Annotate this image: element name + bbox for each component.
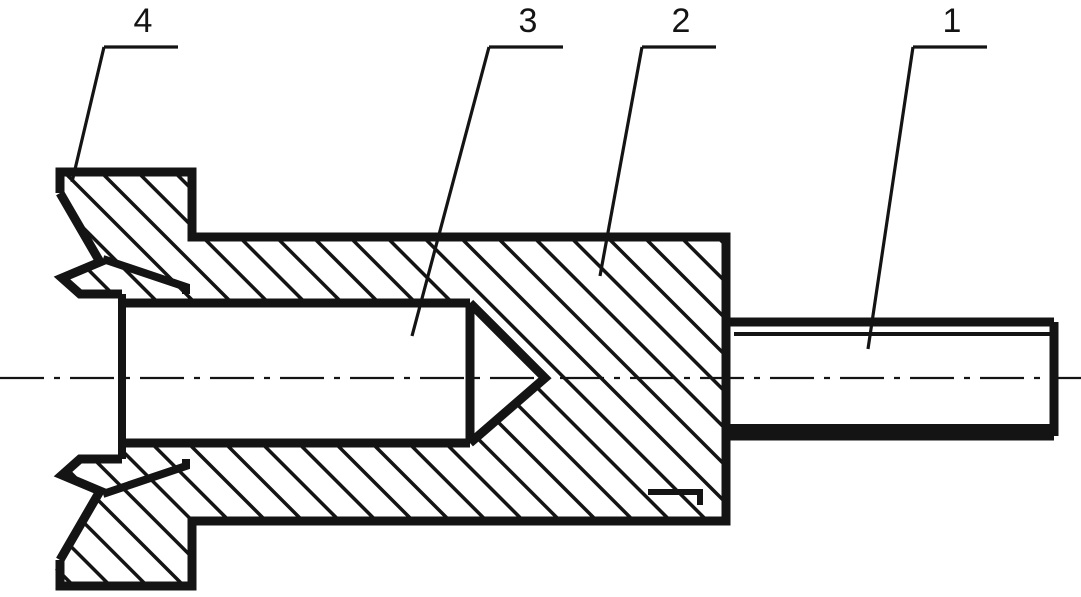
shaft-lower-band (730, 424, 1054, 438)
body-undercut-nick (648, 489, 703, 505)
callout-3-label: 3 (519, 2, 538, 40)
callout-1-label: 1 (943, 2, 962, 40)
callout-4[interactable]: 4 (70, 2, 178, 183)
inner-bore-outline (122, 298, 552, 448)
callout-3[interactable]: 3 (410, 2, 563, 337)
callout-1-leader (866, 46, 915, 350)
collet-jaw-inner-face (101, 255, 190, 498)
collet-teeth-upper (53, 190, 122, 299)
callout-2-label: 2 (672, 2, 691, 40)
callout-3-leader (410, 46, 491, 337)
callout-1[interactable]: 1 (866, 2, 987, 350)
callout-4-leader (70, 46, 106, 183)
callout-2[interactable]: 2 (598, 2, 716, 277)
collet-teeth-lower (53, 454, 122, 563)
callout-4-label: 4 (134, 2, 153, 40)
callout-2-leader (598, 46, 644, 277)
